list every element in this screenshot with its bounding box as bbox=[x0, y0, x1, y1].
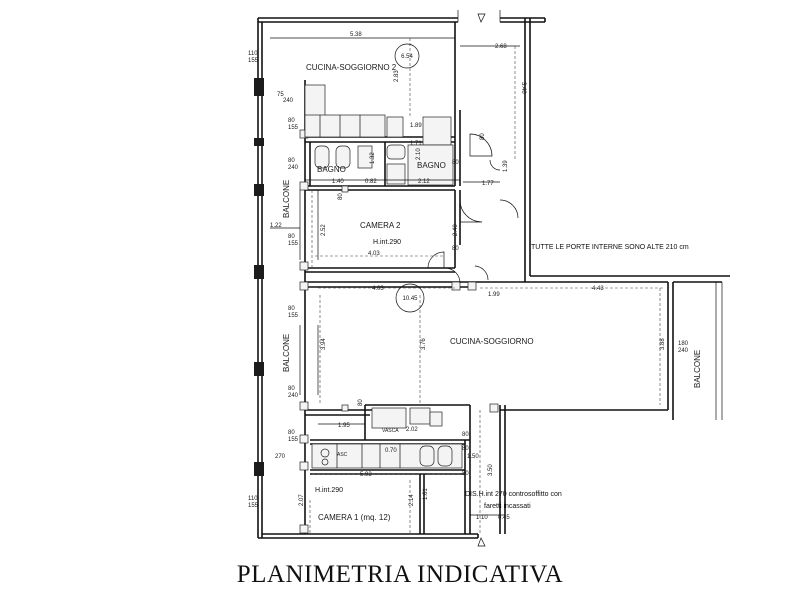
dim-2-10: 2.10 bbox=[416, 148, 422, 160]
dim-240-b: 240 bbox=[288, 393, 299, 399]
dim-155-top: 155 bbox=[248, 58, 259, 64]
dim-1-71: 1.71 bbox=[410, 141, 422, 147]
asc-label: ASC bbox=[337, 452, 348, 458]
dim-75: 75 bbox=[277, 92, 284, 98]
dim-4-43: 4.43 bbox=[592, 286, 604, 292]
dim-3-88: 3.88 bbox=[660, 338, 666, 350]
plan-title: PLANIMETRIA INDICATIVA bbox=[237, 561, 564, 588]
dim-80-d: 80 bbox=[452, 160, 459, 166]
dim-3-40: 3.40 bbox=[520, 82, 526, 94]
room-labels: CUCINA-SOGGIORNO 2 BAGNO BAGNO CAMERA 2 … bbox=[282, 63, 702, 522]
dim-1-39: 1.39 bbox=[503, 160, 509, 172]
outer-walls bbox=[257, 10, 730, 539]
dim-180: 180 bbox=[678, 341, 689, 347]
ceiling-height-lower: H.int.290 bbox=[315, 487, 343, 494]
room-label-kitchen-living-2: CUCINA-SOGGIORNO 2 bbox=[306, 63, 397, 72]
dim-1-99: 1.99 bbox=[488, 292, 500, 298]
dim-2-07: 2.07 bbox=[299, 494, 305, 506]
dim-80-g: 80 bbox=[452, 246, 459, 252]
ceiling-height-upper: H.int.290 bbox=[373, 239, 401, 246]
entry-arrow-top bbox=[477, 13, 486, 23]
dis-note-line1: DIS.H.int 270 controsoffitto con bbox=[465, 491, 562, 498]
room-label-balcony-lower: BALCONE bbox=[282, 334, 291, 372]
dim-5-38: 5.38 bbox=[350, 32, 362, 38]
dim-240-r: 240 bbox=[678, 348, 689, 354]
dim-1-89: 1.89 bbox=[410, 123, 422, 129]
dim-2-12: 2.12 bbox=[418, 179, 430, 185]
dim-155-c: 155 bbox=[288, 241, 299, 247]
area-marker-upper bbox=[394, 43, 420, 69]
dim-0-82: 0.82 bbox=[365, 179, 377, 185]
room-label-balcony-upper: BALCONE bbox=[282, 180, 291, 218]
dim-1-32: 1.32 bbox=[370, 152, 376, 164]
dim-110-bottom: 110 bbox=[248, 496, 258, 502]
dim-80-e: 80 bbox=[338, 193, 344, 200]
entry-arrow-bottom bbox=[477, 537, 486, 547]
dim-4-03-b: 4.03 bbox=[372, 286, 384, 292]
door-swings bbox=[427, 133, 519, 284]
entry-markers bbox=[477, 13, 486, 547]
dim-155-d: 155 bbox=[288, 313, 299, 319]
vasca-label: VASCA bbox=[382, 428, 399, 434]
fixtures bbox=[304, 84, 463, 469]
area-marker-lower bbox=[395, 283, 425, 313]
dim-80-l: 80 bbox=[288, 430, 295, 436]
dim-2-83: 2.83 bbox=[394, 70, 400, 82]
dim-1-40: 1.40 bbox=[332, 179, 344, 185]
notes: TUTTE LE PORTE INTERNE SONO ALTE 210 cm … bbox=[315, 239, 689, 510]
dim-1-50: 1.50 bbox=[467, 454, 479, 460]
dim-240-a: 240 bbox=[288, 165, 299, 171]
dim-3-76: 3.76 bbox=[421, 338, 427, 350]
column-markers bbox=[254, 78, 499, 534]
dim-80-n: 80 bbox=[462, 471, 469, 477]
dim-1-61: 1.61 bbox=[423, 488, 429, 500]
dim-1-22: 1.22 bbox=[270, 223, 282, 229]
dim-2-40: 2.40 bbox=[453, 224, 459, 236]
dim-1-77: 1.77 bbox=[482, 181, 494, 187]
dim-2-02: 2.02 bbox=[406, 427, 418, 433]
dis-note-line2: faretti incassati bbox=[484, 503, 531, 510]
dim-0-70: 0.70 bbox=[385, 448, 397, 454]
dimension-labels: 5.38 2.68 110 155 3.40 2.83 1.89 1.71 2.… bbox=[248, 32, 689, 521]
dim-3-94: 3.94 bbox=[321, 338, 327, 350]
area-marker-lower-label: 10.45 bbox=[402, 296, 418, 302]
dim-240-c: 240 bbox=[283, 98, 294, 104]
room-label-bath-a: BAGNO bbox=[317, 165, 346, 174]
dim-155-b: 155 bbox=[288, 125, 299, 131]
area-markers: 6.54 10.45 bbox=[394, 43, 425, 313]
dim-1-10: 1.10 bbox=[476, 515, 488, 521]
dim-4-03-a: 4.03 bbox=[368, 251, 380, 257]
dimension-lines bbox=[270, 37, 665, 534]
dim-80-b: 80 bbox=[288, 158, 295, 164]
dim-80-k: 80 bbox=[462, 432, 469, 438]
room-label-bath-b: BAGNO bbox=[417, 161, 446, 170]
dim-0-45: 0.45 bbox=[498, 515, 510, 521]
dim-80-a: 80 bbox=[288, 118, 295, 124]
room-label-bedroom-1: CAMERA 1 (mq. 12) bbox=[318, 513, 391, 522]
room-label-balcony-right: BALCONE bbox=[693, 350, 702, 388]
area-marker-upper-label: 6.54 bbox=[401, 54, 413, 60]
dim-80-j: 80 bbox=[358, 399, 364, 406]
dim-80-c: 80 bbox=[480, 133, 486, 140]
dim-2-52: 2.52 bbox=[321, 224, 327, 236]
dim-80-h: 80 bbox=[288, 306, 295, 312]
dim-80-f: 80 bbox=[288, 234, 295, 240]
dim-155-f: 155 bbox=[248, 503, 259, 509]
dim-1-95: 1.95 bbox=[338, 423, 350, 429]
dim-2-14: 2.14 bbox=[409, 494, 415, 506]
dim-2-68: 2.68 bbox=[495, 44, 507, 50]
room-label-kitchen-living: CUCINA-SOGGIORNO bbox=[450, 337, 534, 346]
room-label-bedroom-2: CAMERA 2 bbox=[360, 221, 401, 230]
dim-110-top: 110 bbox=[248, 51, 258, 57]
dim-80-m: 80 bbox=[462, 446, 469, 452]
dim-80-i: 80 bbox=[288, 386, 295, 392]
dim-3-50: 3.50 bbox=[488, 464, 494, 476]
dim-5-92: 5.92 bbox=[360, 472, 372, 478]
dim-270: 270 bbox=[275, 454, 286, 460]
dim-155-e: 155 bbox=[288, 437, 299, 443]
doors-height-note: TUTTE LE PORTE INTERNE SONO ALTE 210 cm bbox=[531, 244, 689, 251]
